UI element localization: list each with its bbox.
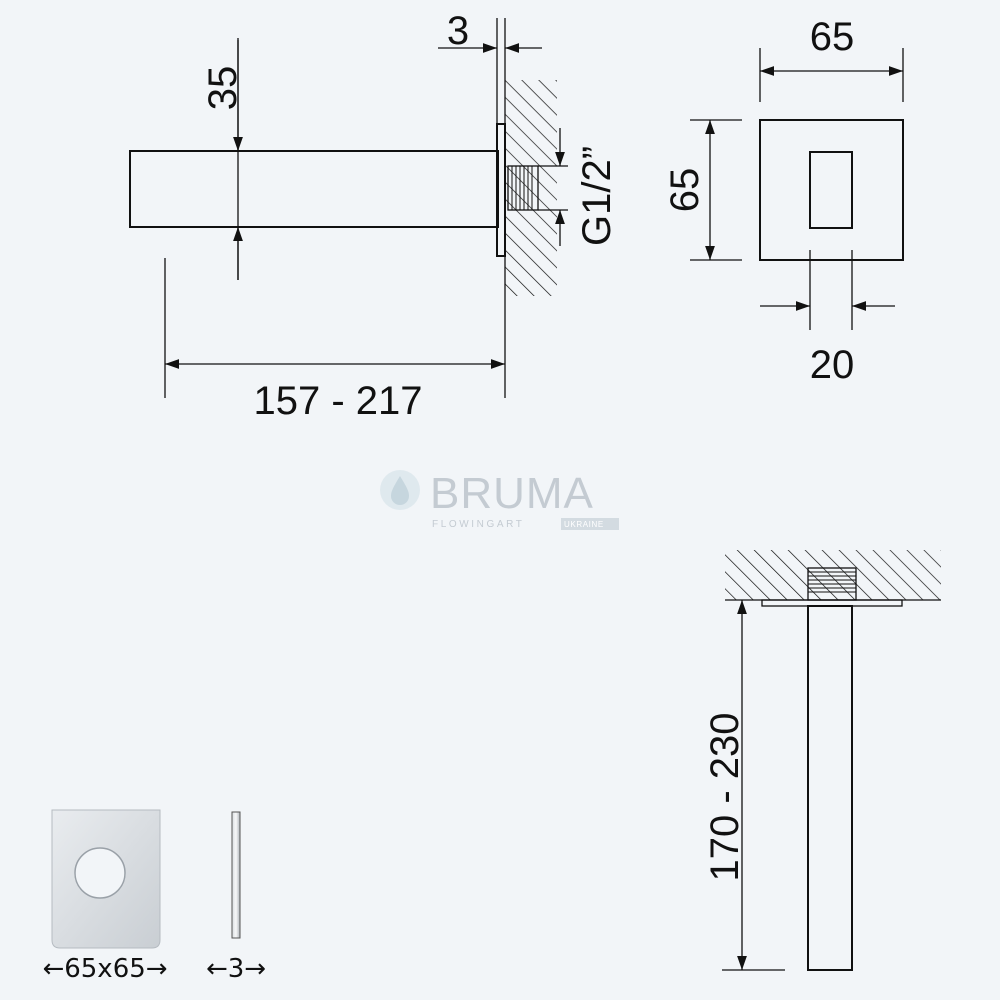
ceiling-thread-lines bbox=[808, 571, 856, 593]
spout-body bbox=[129, 150, 499, 228]
flange-thickness-label: 3 bbox=[447, 9, 469, 53]
brand-tagline: FLOWINGART bbox=[432, 519, 524, 530]
cover-plate-edge bbox=[231, 811, 241, 939]
wall-hatch bbox=[505, 80, 557, 296]
outlet-width-label: 20 bbox=[810, 343, 855, 387]
length-label: 157 - 217 bbox=[253, 379, 422, 423]
front-view: 65 65 20 bbox=[663, 15, 904, 387]
ceiling-length-label: 170 - 230 bbox=[703, 712, 747, 881]
outlet-opening bbox=[809, 151, 853, 229]
brand-tag-box bbox=[561, 518, 619, 530]
brand-tag: UKRAINE bbox=[564, 520, 604, 529]
thread-size-label: G1/2” bbox=[575, 146, 619, 246]
cover-plate-front bbox=[51, 809, 161, 949]
front-plate bbox=[759, 119, 904, 261]
side-view: 35 3 G1/2” 157 - 217 bbox=[129, 9, 619, 423]
brand-name: BRUMA bbox=[430, 469, 594, 518]
flange bbox=[496, 123, 506, 257]
ceiling-spout bbox=[807, 605, 853, 971]
plate-size-label: ←65x65→ bbox=[42, 954, 167, 984]
ceiling-view: 170 - 230 bbox=[703, 550, 941, 971]
thread-lines bbox=[511, 166, 533, 210]
front-height-label: 65 bbox=[663, 168, 707, 213]
height-label: 35 bbox=[201, 66, 245, 111]
cover-plate: ←65x65→ ←3→ bbox=[42, 809, 266, 984]
thread-connector bbox=[507, 165, 539, 211]
front-width-label: 65 bbox=[810, 15, 855, 59]
plate-thickness-label: ←3→ bbox=[206, 954, 266, 984]
bruma-watermark: BRUMA FLOWINGART UKRAINE bbox=[380, 469, 619, 530]
